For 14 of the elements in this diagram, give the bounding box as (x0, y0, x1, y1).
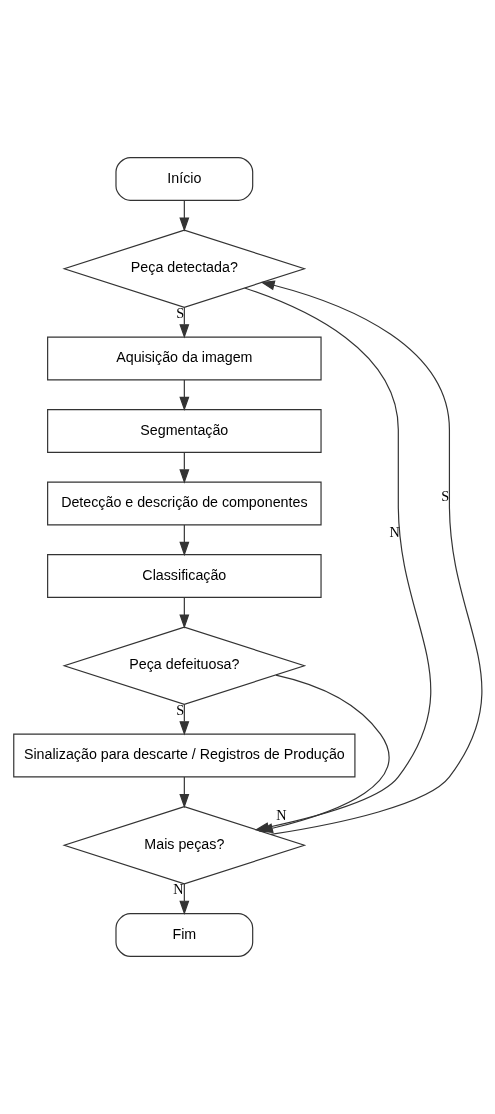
edge-label: N (275, 807, 287, 824)
node-box: Aquisição da imagem (46, 336, 322, 381)
node-box: Detecção e descrição de componentes (46, 481, 322, 526)
node-box: Fim (114, 913, 253, 957)
arrow (258, 674, 390, 834)
node-box: Segmentação (46, 409, 322, 453)
node-box: Classificação (46, 554, 322, 598)
edge-label: N (388, 523, 400, 540)
node-diamond: Peça detectada? (61, 229, 306, 308)
arrow (259, 280, 482, 835)
node-box: Início (114, 157, 253, 201)
edge-label: S (440, 487, 449, 504)
node-diamond: Peça defeituosa? (61, 626, 306, 706)
node-box: Sinalização para descarte / Registros de Produção (12, 733, 355, 778)
